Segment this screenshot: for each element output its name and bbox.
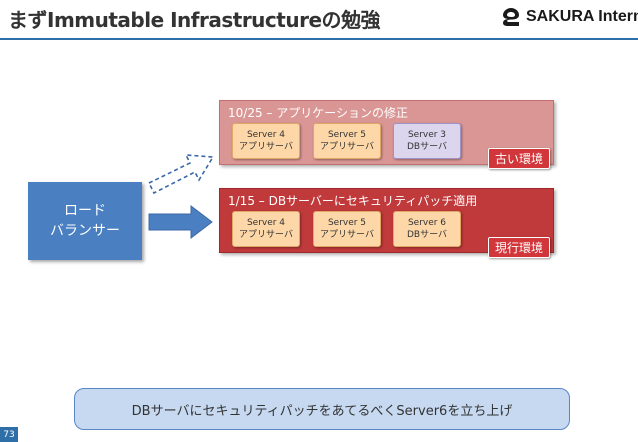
old-env-tag: 古い環境 bbox=[488, 148, 551, 169]
new-app-server-4: Server 4 アプリサーバ bbox=[232, 211, 300, 247]
server-name: Server 6 bbox=[407, 218, 447, 228]
current-environment: 1/15 – DBサーバーにセキュリティパッチ適用 Server 4 アプリサー… bbox=[219, 188, 554, 253]
server-name: Server 4 bbox=[246, 218, 286, 228]
note-callout: DBサーバにセキュリティパッチをあてるべくServer6を立ち上げ bbox=[74, 388, 570, 430]
solid-arrow-to-new-env bbox=[148, 204, 213, 240]
new-db-server-6: Server 6 DBサーバ bbox=[393, 211, 461, 247]
server-name: Server 5 bbox=[327, 130, 367, 140]
dashed-arrow-to-old-env bbox=[147, 154, 215, 195]
load-balancer-label-2: バランサー bbox=[50, 223, 120, 239]
logo-text: SAKURA Internet bbox=[526, 8, 638, 25]
old-app-server-4: Server 4 アプリサーバ bbox=[232, 123, 300, 159]
server-name: Server 5 bbox=[327, 218, 367, 228]
server-role: アプリサーバ bbox=[239, 230, 293, 240]
page-title: まずImmutable Infrastructureの勉強 bbox=[8, 8, 381, 32]
sakura-internet-logo: SAKURA Internet bbox=[500, 6, 638, 28]
page-number: 73 bbox=[0, 427, 18, 442]
old-env-label: 10/25 – アプリケーションの修正 bbox=[228, 106, 408, 120]
old-app-server-5: Server 5 アプリサーバ bbox=[313, 123, 381, 159]
old-db-server-3: Server 3 DBサーバ bbox=[393, 123, 461, 159]
server-name: Server 4 bbox=[246, 130, 286, 140]
server-role: アプリサーバ bbox=[320, 230, 374, 240]
load-balancer-label-1: ロード bbox=[64, 203, 106, 219]
new-env-label: 1/15 – DBサーバーにセキュリティパッチ適用 bbox=[228, 194, 478, 208]
sakura-icon bbox=[503, 8, 519, 26]
current-env-tag: 現行環境 bbox=[488, 237, 551, 258]
new-app-server-5: Server 5 アプリサーバ bbox=[313, 211, 381, 247]
server-role: アプリサーバ bbox=[320, 142, 374, 152]
server-role: DBサーバ bbox=[406, 142, 447, 152]
server-role: アプリサーバ bbox=[239, 142, 293, 152]
server-name: Server 3 bbox=[407, 130, 447, 140]
server-role: DBサーバ bbox=[406, 230, 447, 240]
load-balancer-box: ロード バランサー bbox=[28, 182, 142, 260]
header-rule bbox=[0, 38, 638, 40]
